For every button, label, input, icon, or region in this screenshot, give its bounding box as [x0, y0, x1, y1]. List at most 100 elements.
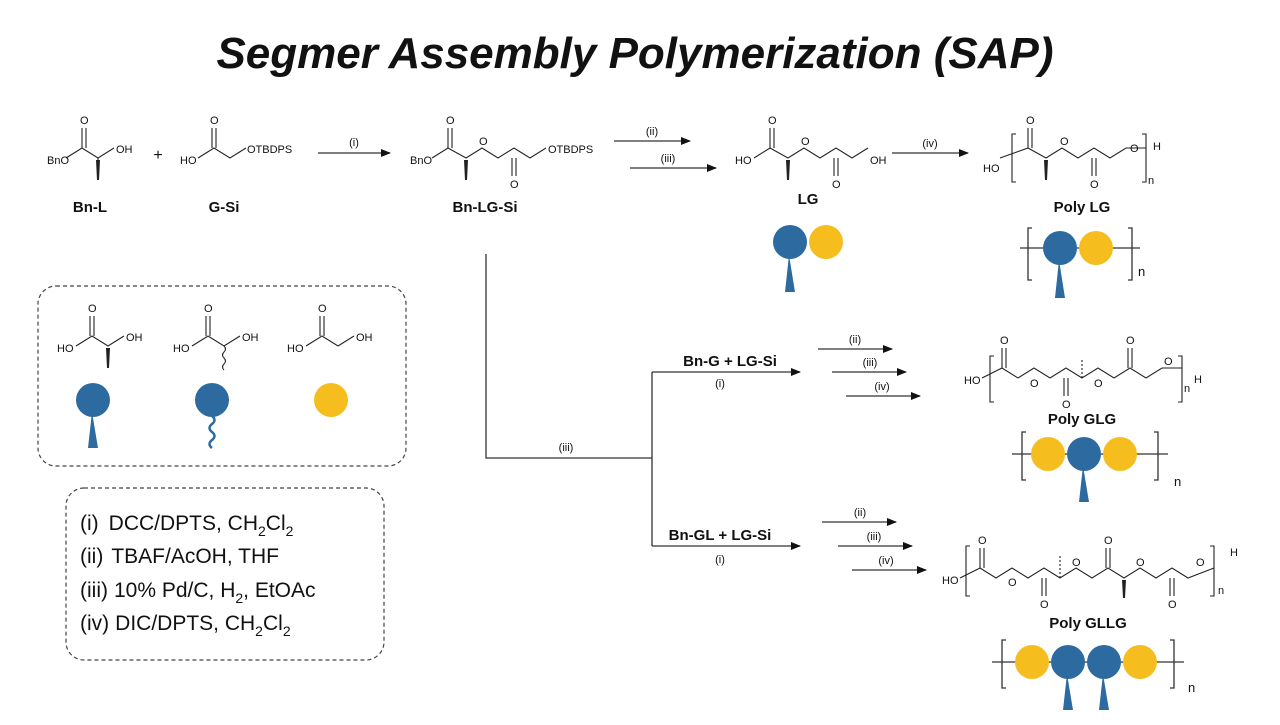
svg-text:HO: HO — [173, 343, 190, 355]
svg-text:O: O — [768, 115, 777, 127]
label-bn-l: Bn-L — [73, 199, 107, 216]
svg-text:H: H — [1194, 374, 1202, 386]
label-poly-lg: Poly LG — [1054, 199, 1111, 216]
svg-text:(iii): (iii) — [867, 531, 882, 543]
label-poly-gllg: Poly GLLG — [1049, 615, 1127, 632]
svg-text:(i): (i) — [715, 378, 725, 390]
svg-text:(iv): (iv) — [922, 138, 937, 150]
svg-text:O: O — [1104, 535, 1113, 547]
monomer-legend-box: HO O OH HO O OH HO O OH — [37, 285, 407, 467]
svg-text:HO: HO — [735, 155, 752, 167]
svg-text:HO: HO — [983, 163, 1000, 175]
svg-text:(iv): (iv) — [878, 555, 893, 567]
svg-text:O: O — [978, 535, 987, 547]
svg-text:OTBDPS: OTBDPS — [247, 144, 292, 156]
svg-text:OH: OH — [356, 332, 373, 344]
svg-text:(ii): (ii) — [646, 126, 658, 138]
label-bn-lg-si: Bn-LG-Si — [453, 199, 518, 216]
svg-text:H: H — [1230, 547, 1238, 559]
svg-text:O: O — [832, 179, 841, 191]
svg-text:H: H — [1153, 141, 1161, 153]
svg-text:O: O — [210, 115, 219, 127]
svg-text:O: O — [204, 303, 213, 315]
condition-iv: (iv)DIC/DPTS, CH2Cl2 — [80, 612, 291, 639]
label-poly-glg: Poly GLG — [1048, 411, 1116, 428]
conditions-box: (i)DCC/DPTS, CH2Cl2 (ii)TBAF/AcOH, THF (… — [65, 487, 385, 661]
compound-poly-glg: HO O O O O O O H n Poly GLG — [964, 335, 1202, 428]
svg-text:O: O — [446, 115, 455, 127]
svg-text:HO: HO — [942, 575, 959, 587]
svg-text:BnO: BnO — [47, 155, 69, 167]
svg-text:(i): (i) — [349, 137, 359, 149]
svg-text:O: O — [80, 115, 89, 127]
branch-connector: (iii) — [485, 254, 801, 550]
svg-text:O: O — [1030, 378, 1039, 390]
rac-lactic-acid-structure: HO O OH — [173, 303, 259, 371]
compound-bn-l: BnO O OH Bn-L — [47, 115, 133, 216]
lg-segmer-icon — [773, 225, 843, 292]
compound-poly-lg: HO O O O O H n Poly LG — [983, 115, 1161, 216]
svg-text:O: O — [1090, 179, 1099, 191]
compound-bn-lg-si: BnO O O O OTBDPS Bn-LG-Si — [410, 115, 593, 216]
poly-glg-repeat-icon: n — [1012, 431, 1181, 502]
svg-text:(iii): (iii) — [559, 442, 574, 454]
svg-text:O: O — [1072, 557, 1081, 569]
svg-text:(iii): (iii) — [863, 357, 878, 369]
svg-text:HO: HO — [964, 375, 981, 387]
svg-text:OH: OH — [126, 332, 143, 344]
svg-text:O: O — [1094, 378, 1103, 390]
condition-i: (i)DCC/DPTS, CH2Cl2 — [80, 512, 294, 539]
svg-text:n: n — [1138, 264, 1145, 279]
wedge-bond — [96, 160, 100, 180]
label-lg: LG — [798, 191, 819, 208]
page-title: Segmer Assembly Polymerization (SAP) — [216, 29, 1053, 78]
racemic-segmer-icon — [195, 383, 229, 449]
svg-text:O: O — [1196, 557, 1205, 569]
svg-text:(iii): (iii) — [661, 153, 676, 165]
svg-text:OTBDPS: OTBDPS — [548, 144, 593, 156]
svg-text:O: O — [1008, 577, 1017, 589]
svg-text:O: O — [1126, 335, 1135, 347]
poly-gllg-repeat-icon: n — [992, 639, 1195, 710]
compound-g-si: HO O OTBDPS G-Si — [180, 115, 292, 216]
condition-iii: (iii)10% Pd/C, H2, EtOAc — [80, 579, 316, 606]
svg-text:HO: HO — [287, 343, 304, 355]
svg-text:HO: HO — [57, 343, 74, 355]
lactic-segmer-icon — [76, 383, 110, 448]
svg-text:O: O — [1136, 557, 1145, 569]
svg-text:(ii): (ii) — [849, 334, 861, 346]
svg-text:O: O — [801, 136, 810, 148]
svg-text:n: n — [1188, 680, 1195, 695]
svg-text:n: n — [1174, 474, 1181, 489]
branch-bn-g-lg-si: Bn-G + LG-Si — [683, 353, 777, 370]
svg-text:n: n — [1184, 383, 1190, 395]
branch-bn-gl-lg-si: Bn-GL + LG-Si — [669, 527, 772, 544]
glycolic-segmer-icon — [314, 383, 348, 417]
svg-text:O: O — [510, 179, 519, 191]
svg-text:O: O — [318, 303, 327, 315]
l-lactic-acid-structure: HO O OH — [57, 303, 143, 368]
svg-text:(ii): (ii) — [854, 507, 866, 519]
glycolic-acid-structure: HO O OH — [287, 303, 373, 355]
svg-text:(i): (i) — [715, 554, 725, 566]
poly-lg-repeat-icon: n — [1020, 227, 1145, 298]
svg-text:OH: OH — [242, 332, 259, 344]
svg-text:(iv): (iv) — [874, 381, 889, 393]
svg-text:O: O — [1164, 356, 1173, 368]
compound-poly-gllg: HO O O O O O O O O H n Poly GLLG — [942, 535, 1238, 632]
svg-text:OH: OH — [116, 144, 133, 156]
svg-text:n: n — [1218, 585, 1224, 597]
svg-text:O: O — [1168, 599, 1177, 611]
plus-sign: + — [153, 147, 162, 164]
svg-text:O: O — [1130, 143, 1139, 155]
condition-ii: (ii)TBAF/AcOH, THF — [80, 545, 279, 568]
label-g-si: G-Si — [209, 199, 240, 216]
svg-text:OH: OH — [870, 155, 887, 167]
svg-text:O: O — [1062, 399, 1071, 411]
svg-text:HO: HO — [180, 155, 197, 167]
compound-lg: HO O O O OH LG — [735, 115, 887, 208]
svg-text:O: O — [479, 136, 488, 148]
svg-text:O: O — [1060, 136, 1069, 148]
svg-text:n: n — [1148, 175, 1154, 187]
